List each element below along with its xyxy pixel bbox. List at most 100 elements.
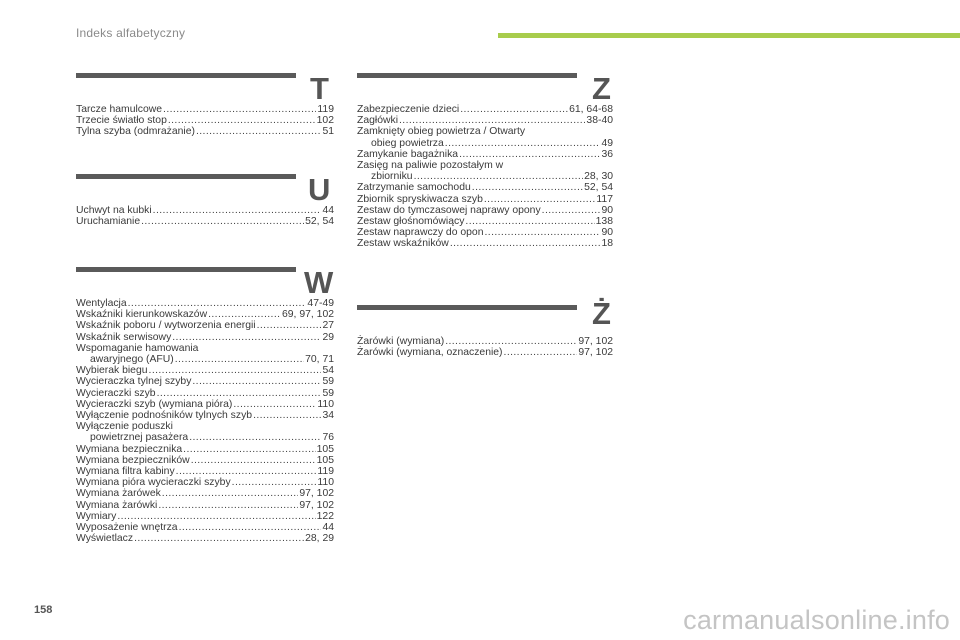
entry-page: 138 [595, 216, 613, 228]
entry-page: 102 [316, 115, 334, 127]
section-letter: W [304, 265, 334, 300]
entry-page: 97, 102 [578, 336, 613, 347]
index-entry: Zabezpieczenie dzieci 61, 64-68 [357, 104, 613, 115]
section-rule [76, 267, 296, 272]
entry-label: Zasięg na paliwie pozostałym w [357, 160, 504, 172]
index-entry: Wskaźnik serwisowy29 [76, 332, 334, 343]
entry-page: 110 [317, 477, 334, 489]
section-rule [357, 73, 577, 78]
index-entry: Wyłączenie podnośników tylnych szyb34 [76, 410, 334, 421]
index-section-w: W Wentylacja47-49 Wskaźniki kierunkowska… [76, 266, 334, 544]
entry-label: Wyposażenie wnętrza [76, 522, 178, 534]
entry-page: 69, 97, 102 [282, 309, 334, 321]
index-entry: Wycieraczki szyb 59 [76, 388, 334, 399]
section-rule [357, 305, 577, 310]
entry-page: 119 [317, 104, 334, 115]
index-entry: Zamknięty obieg powietrza / Otwarty [357, 126, 613, 137]
index-entry: Wycieraczka tylnej szyby 59 [76, 376, 334, 387]
entry-page: 18 [601, 238, 613, 250]
index-section-t: T Tarcze hamulcowe119 Trzecie światło st… [76, 72, 334, 138]
entry-label: Wskaźnik poboru / wytworzenia energii [76, 320, 256, 332]
entry-label: obieg powietrza [371, 137, 444, 149]
index-entry: Tarcze hamulcowe 119 [76, 104, 334, 115]
entry-page: 52, 54 [584, 182, 613, 194]
entry-label: Wymiana bezpieczników [76, 454, 190, 466]
entry-label: Uchwyt na kubki [76, 205, 152, 216]
index-entry: Zestaw głośnomówiący 138 [357, 216, 613, 227]
entry-page: 90 [601, 204, 613, 216]
index-entry: awaryjnego (AFU)70, 71 [76, 354, 334, 365]
index-entry: Wskaźniki kierunkowskazów69, 97, 102 [76, 309, 334, 320]
index-entry: Wymiana żarówek97, 102 [76, 488, 334, 499]
index-entry: obieg powietrza49 [357, 138, 613, 149]
entry-page: 59 [322, 387, 334, 399]
header-accent-bar [498, 33, 960, 38]
index-entry: Zatrzymanie samochodu 52, 54 [357, 182, 613, 193]
entry-page: 28, 29 [305, 533, 334, 545]
entry-label: Żarówki (wymiana, oznaczenie) [357, 347, 503, 359]
entry-label: Zatrzymanie samochodu [357, 182, 471, 194]
index-entry: powietrznej pasażera76 [76, 432, 334, 443]
entry-page: 97, 102 [299, 499, 334, 511]
watermark: carmanualsonline.info [683, 605, 950, 635]
index-entry: Wymiana pióra wycieraczki szyby 110 [76, 477, 334, 488]
section-rule [76, 73, 296, 78]
entry-label: Wycieraczki szyb (wymiana pióra) [76, 398, 233, 410]
entry-label: Tarcze hamulcowe [76, 104, 163, 115]
index-entry: Żarówki (wymiana) 97, 102 [357, 336, 613, 347]
index-entry: Zestaw wskaźników18 [357, 238, 613, 249]
entry-list: Zabezpieczenie dzieci61, 64-68 Zagłówki3… [357, 104, 613, 250]
section-rule [76, 174, 296, 179]
entry-label: Trzecie światło stop [76, 115, 167, 127]
entry-label: Tylna szyba (odmrażanie) [76, 126, 195, 138]
entry-label: Wymiana żarówki [76, 499, 158, 511]
entry-page: 110 [317, 398, 334, 410]
entry-page: 119 [317, 466, 334, 478]
entry-page: 122 [316, 510, 334, 522]
entry-label: Wymiana bezpiecznika [76, 443, 183, 455]
entry-label: Zestaw do tymczasowej naprawy opony [357, 204, 541, 216]
index-entry: Zasięg na paliwie pozostałym w [357, 160, 613, 171]
index-entry: Zamykanie bagażnika36 [357, 149, 613, 160]
index-entry: Wybierak biegu 54 [76, 365, 334, 376]
entry-list: Wentylacja47-49 Wskaźniki kierunkowskazó… [76, 298, 334, 544]
entry-label: Zestaw naprawczy do opon [357, 227, 484, 239]
entry-page: 52, 54 [305, 216, 334, 228]
entry-page: 61, 64-68 [569, 104, 613, 115]
index-entry: Wyłączenie poduszki [76, 421, 334, 432]
entry-page: 97, 102 [578, 347, 613, 359]
entry-label: Wybierak biegu [76, 365, 148, 377]
index-entry: Trzecie światło stop 102 [76, 115, 334, 126]
section-letter: Z [592, 71, 611, 106]
entry-label: Wymiana pióra wycieraczki szyby [76, 477, 231, 489]
entry-page: 38-40 [586, 115, 613, 127]
entry-page: 29 [322, 331, 334, 343]
index-entry: Wycieraczki szyb (wymiana pióra) 110 [76, 399, 334, 410]
section-letter: Ż [592, 296, 611, 331]
entry-page: 44 [322, 205, 334, 216]
index-entry: Wyposażenie wnętrza44 [76, 522, 334, 533]
entry-list: Żarówki (wymiana) 97, 102 Żarówki (wymian… [357, 336, 613, 358]
entry-label: Wycieraczka tylnej szyby [76, 376, 192, 388]
entry-label: Wspomaganie hamowania [76, 342, 199, 354]
entry-page: 105 [316, 443, 334, 455]
index-entry: Wyświetlacz28, 29 [76, 533, 334, 544]
entry-label: Wycieraczki szyb [76, 387, 156, 399]
index-entry: Wskaźnik poboru / wytworzenia energii 27 [76, 320, 334, 331]
entry-label: Żarówki (wymiana) [357, 336, 445, 347]
entry-page: 34 [322, 410, 334, 422]
entry-page: 51 [322, 126, 334, 138]
entry-label: Wymiana filtra kabiny [76, 466, 175, 478]
index-entry: zbiorniku28, 30 [357, 171, 613, 182]
index-entry: Wymiana żarówki 97, 102 [76, 500, 334, 511]
entry-label: powietrznej pasażera [90, 432, 189, 444]
entry-page: 59 [322, 376, 334, 388]
index-entry: Zestaw do tymczasowej naprawy opony 90 [357, 205, 613, 216]
entry-page: 70, 71 [305, 354, 334, 366]
entry-label: Zbiornik spryskiwacza szyb [357, 193, 483, 205]
entry-page: 27 [322, 320, 334, 332]
entry-list: Uchwyt na kubki44 Uruchamianie52, 54 [76, 205, 334, 227]
entry-label: Zestaw głośnomówiący [357, 216, 465, 228]
entry-label: Zabezpieczenie dzieci [357, 104, 460, 115]
entry-page: 54 [322, 365, 334, 377]
